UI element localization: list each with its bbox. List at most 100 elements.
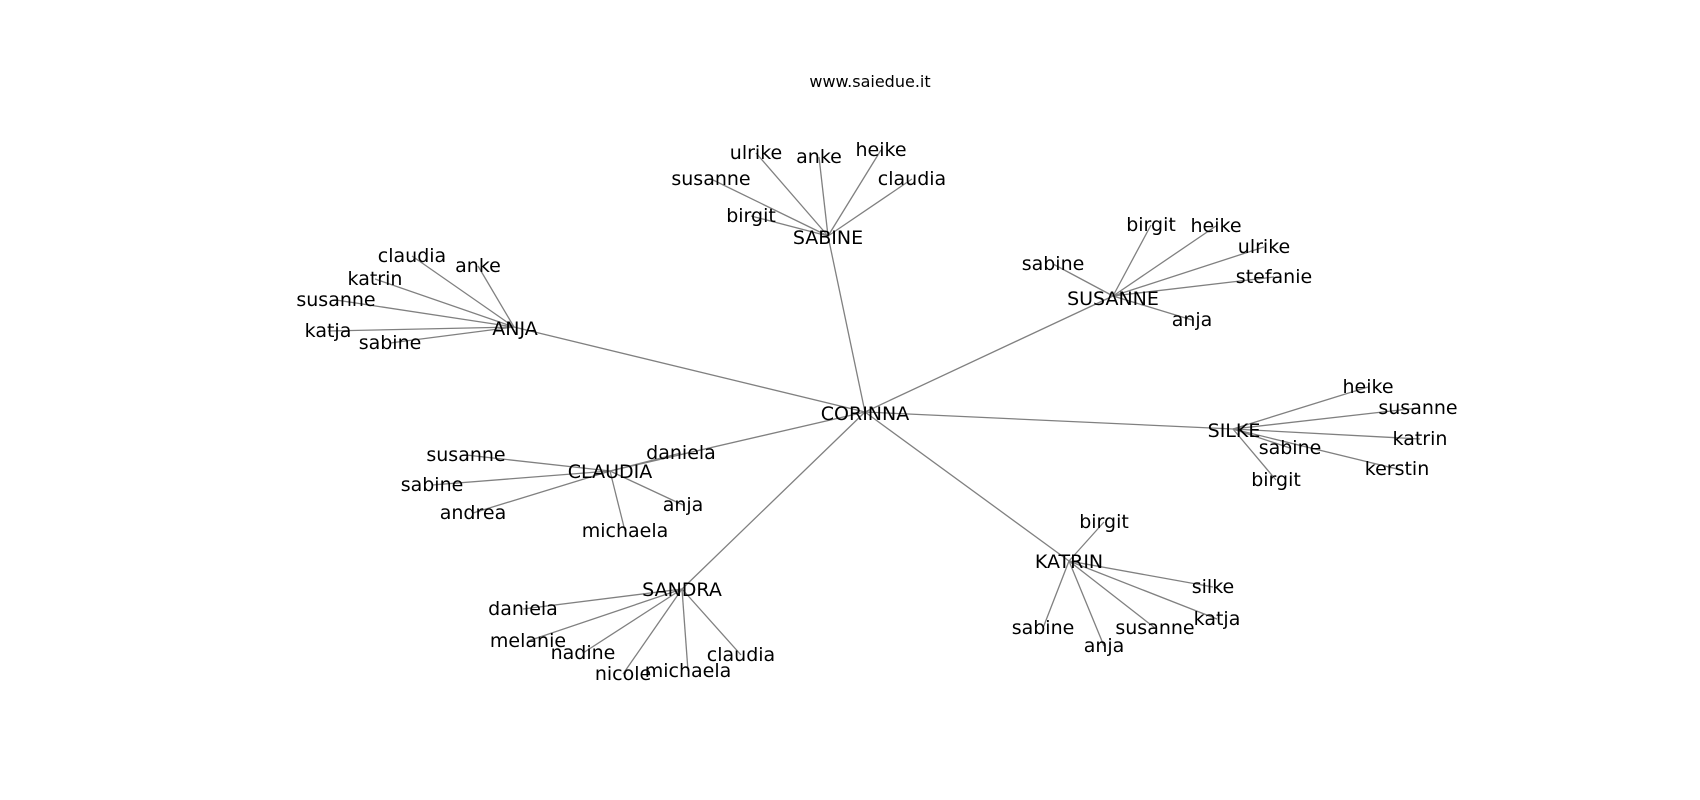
leaf-node-label: susanne [296,289,375,311]
leaf-node-label: anja [1172,309,1213,331]
leaf-node-label: anke [455,255,501,277]
edge-hub-to-leaf [609,452,682,472]
edge-center-to-hub [827,235,866,413]
hub-node-label: SABINE [793,227,863,249]
leaf-node-label: michaela [582,520,669,542]
hub-node-label: SANDRA [642,579,722,601]
leaf-node-label: katrin [348,268,403,290]
edge-hub-to-leaf [472,470,611,514]
edge-center-to-hub [681,411,866,590]
edge-hub-to-leaf [522,588,683,610]
edge-hub-to-leaf [465,454,611,472]
edge-hub-to-leaf [477,265,515,328]
leaf-node-label: susanne [1115,617,1194,639]
leaf-node-label: sabine [401,474,464,496]
edge-hub-to-leaf [327,326,515,332]
edge-hub-to-leaf [1068,560,1156,629]
edge-center-to-hub [513,326,866,413]
leaf-node-label: anja [663,494,704,516]
edge-hub-to-leaf [827,149,882,237]
leaf-node-label: sabine [359,332,422,354]
leaf-node-label: anja [1084,635,1125,657]
edge-hub-to-leaf [582,588,683,654]
edge-center-to-hub [864,411,1070,562]
edge-hub-to-leaf [1068,560,1214,588]
edge-hub-to-leaf [527,588,683,642]
hub-node-label: SUSANNE [1067,288,1159,310]
edge-hub-to-leaf [609,470,684,506]
leaf-node-label: heike [855,139,906,161]
edge-center-to-hub [864,411,1234,430]
leaf-node-label: heike [1342,376,1393,398]
leaf-node-label: birgit [726,205,776,227]
edge-hub-to-leaf [1232,428,1421,440]
edge-hub-to-leaf [755,152,829,237]
edge-hub-to-leaf [431,470,611,486]
edge-hub-to-leaf [1232,428,1291,449]
edge-center-to-hub [864,295,1114,413]
leaf-node-label: andrea [440,502,506,524]
leaf-node-label: sabine [1012,617,1075,639]
leaf-node-label: claudia [707,644,775,666]
leaf-node-label: sabine [1259,437,1322,459]
hub-node-label: KATRIN [1035,551,1103,573]
leaf-node-label: susanne [426,444,505,466]
leaf-node-label: heike [1190,215,1241,237]
leaf-node-label: birgit [1251,469,1301,491]
edge-hub-to-leaf [1068,560,1218,620]
edge-hub-to-leaf [411,255,515,328]
leaf-node-label: daniela [646,442,716,464]
edge-hub-to-leaf [1112,225,1217,297]
center-node-label: CORINNA [821,403,909,425]
leaf-node-label: melanie [490,630,566,652]
leaf-node-label: silke [1192,576,1234,598]
edge-hub-to-leaf [818,156,829,237]
edge-hub-to-leaf [1068,560,1105,647]
edge-hub-to-leaf [1232,428,1398,470]
leaf-node-label: claudia [378,245,446,267]
leaf-node-label: claudia [878,168,946,190]
edge-hub-to-leaf [710,178,829,237]
edge-hub-to-leaf [1112,246,1265,297]
hub-node-label: ANJA [492,318,537,340]
edge-hub-to-leaf [1232,407,1419,430]
edge-center-to-hub [609,411,866,472]
leaf-node-label: susanne [1378,397,1457,419]
edge-hub-to-leaf [622,588,683,675]
leaf-node-label: sabine [1022,253,1085,275]
edge-hub-to-leaf [374,278,515,328]
graph-title: www.saiedue.it [809,72,930,91]
edge-hub-to-leaf [1052,263,1114,297]
edge-hub-to-leaf [681,588,742,656]
edge-hub-to-leaf [1068,521,1105,562]
edge-hub-to-leaf [389,326,515,344]
edge-hub-to-leaf [750,215,829,237]
leaf-node-label: nicole [595,663,651,685]
edge-hub-to-leaf [827,178,913,237]
leaf-node-label: katrin [1393,428,1448,450]
leaf-node-label: katja [1194,608,1241,630]
edge-hub-to-leaf [1042,560,1070,629]
leaf-node-label: birgit [1126,214,1176,236]
leaf-node-label: stefanie [1236,266,1312,288]
leaf-node-label: michaela [645,660,732,682]
edge-hub-to-leaf [681,588,689,672]
edge-hub-to-leaf [1112,295,1193,321]
edge-hub-to-leaf [1232,386,1369,430]
edge-hub-to-leaf [335,299,515,328]
edge-hub-to-leaf [1232,428,1277,481]
leaf-node-label: birgit [1079,511,1129,533]
edge-hub-to-leaf [1112,224,1152,297]
leaf-node-label: nadine [551,642,616,664]
edge-hub-to-leaf [1112,276,1275,297]
edge-hub-to-leaf [609,470,626,532]
leaf-node-label: ulrike [1238,236,1290,258]
edge-layer [327,149,1421,675]
leaf-node-label: kerstin [1365,458,1430,480]
hub-node-label: CLAUDIA [568,461,652,483]
leaf-node-label: susanne [671,168,750,190]
leaf-node-label: anke [796,146,842,168]
leaf-node-label: daniela [488,598,558,620]
